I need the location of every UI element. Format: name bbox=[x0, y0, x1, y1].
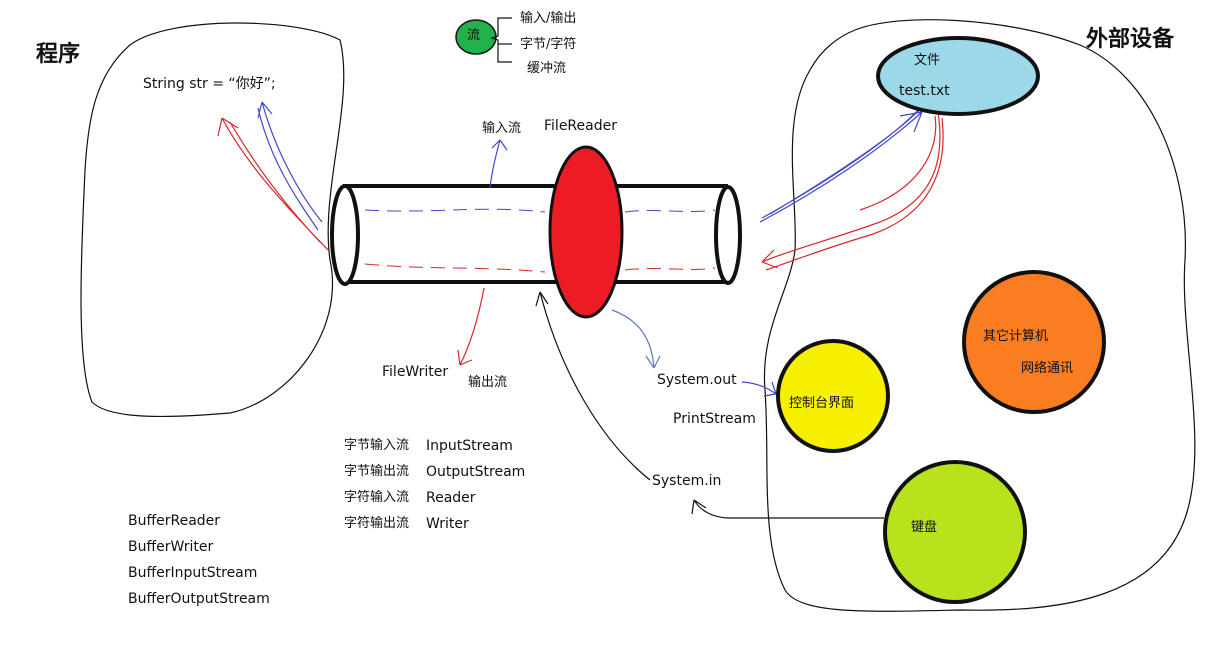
system-out-label: System.out bbox=[657, 372, 737, 388]
stream-type-class: InputStream bbox=[426, 438, 513, 454]
pipe-input-flow-line bbox=[364, 208, 716, 213]
stream-type-kind: 字符输入流 bbox=[344, 490, 410, 505]
legend-item-io: 输入/输出 bbox=[520, 11, 577, 26]
file-device-line2: test.txt bbox=[899, 83, 950, 99]
buffer-class-item: BufferOutputStream bbox=[128, 591, 270, 607]
file-writer-label: FileWriter bbox=[382, 364, 449, 380]
network-device-line2: 网络通讯 bbox=[1021, 361, 1074, 376]
system-in-label: System.in bbox=[652, 473, 722, 489]
buffer-class-item: BufferInputStream bbox=[128, 565, 258, 581]
stream-type-kind: 字节输出流 bbox=[344, 464, 410, 479]
keyboard-device-label: 键盘 bbox=[911, 520, 938, 535]
legend-item-buffered: 缓冲流 bbox=[527, 61, 567, 76]
external-devices-title: 外部设备 bbox=[1086, 27, 1175, 52]
input-stream-up-arrow bbox=[489, 139, 508, 189]
input-arrow-to-program bbox=[257, 101, 323, 231]
legend-item-byte-char: 字节/字符 bbox=[520, 37, 577, 52]
network-device-shape bbox=[962, 270, 1106, 414]
output-stream-label: 输出流 bbox=[468, 375, 508, 390]
program-title: 程序 bbox=[36, 42, 81, 67]
file-device-shape bbox=[876, 36, 1040, 116]
output-arrow-to-program bbox=[217, 117, 329, 251]
file-to-program-red-arrow bbox=[761, 111, 944, 271]
program-area-outline bbox=[80, 22, 345, 418]
legend-badge-label: 流 bbox=[467, 28, 481, 43]
console-device-shape bbox=[776, 339, 890, 453]
print-stream-label: PrintStream bbox=[673, 411, 756, 427]
pipe-output-flow-line bbox=[364, 263, 716, 273]
file-reader-label: FileReader bbox=[544, 118, 617, 134]
external-devices-outline bbox=[763, 19, 1196, 612]
stream-type-class: Reader bbox=[426, 490, 476, 506]
pipe-right-end bbox=[714, 185, 742, 285]
keyboard-device-shape bbox=[883, 460, 1027, 604]
console-device-label: 控制台界面 bbox=[789, 396, 855, 411]
legend-brace bbox=[490, 17, 512, 63]
file-device-line1: 文件 bbox=[914, 53, 941, 68]
file-reader-ring bbox=[548, 145, 624, 319]
system-out-arrow bbox=[611, 309, 661, 369]
stream-type-class: Writer bbox=[426, 516, 469, 532]
keyboard-to-system-in-arrow bbox=[691, 499, 884, 519]
input-stream-label: 输入流 bbox=[482, 121, 522, 136]
network-device-line1: 其它计算机 bbox=[983, 329, 1049, 344]
file-to-pipe-arrow bbox=[759, 103, 926, 223]
buffer-class-item: BufferReader bbox=[128, 513, 221, 529]
buffer-class-item: BufferWriter bbox=[128, 539, 214, 555]
printstream-to-console-arrow bbox=[741, 381, 777, 397]
stream-type-kind: 字节输入流 bbox=[344, 438, 410, 453]
pipe-left-end bbox=[330, 184, 360, 286]
stream-type-kind: 字符输出流 bbox=[344, 516, 410, 531]
stream-type-class: OutputStream bbox=[426, 464, 526, 480]
system-in-arrow bbox=[535, 291, 651, 481]
output-stream-down-arrow bbox=[457, 287, 485, 366]
program-code: String str = “你好”; bbox=[143, 76, 276, 92]
